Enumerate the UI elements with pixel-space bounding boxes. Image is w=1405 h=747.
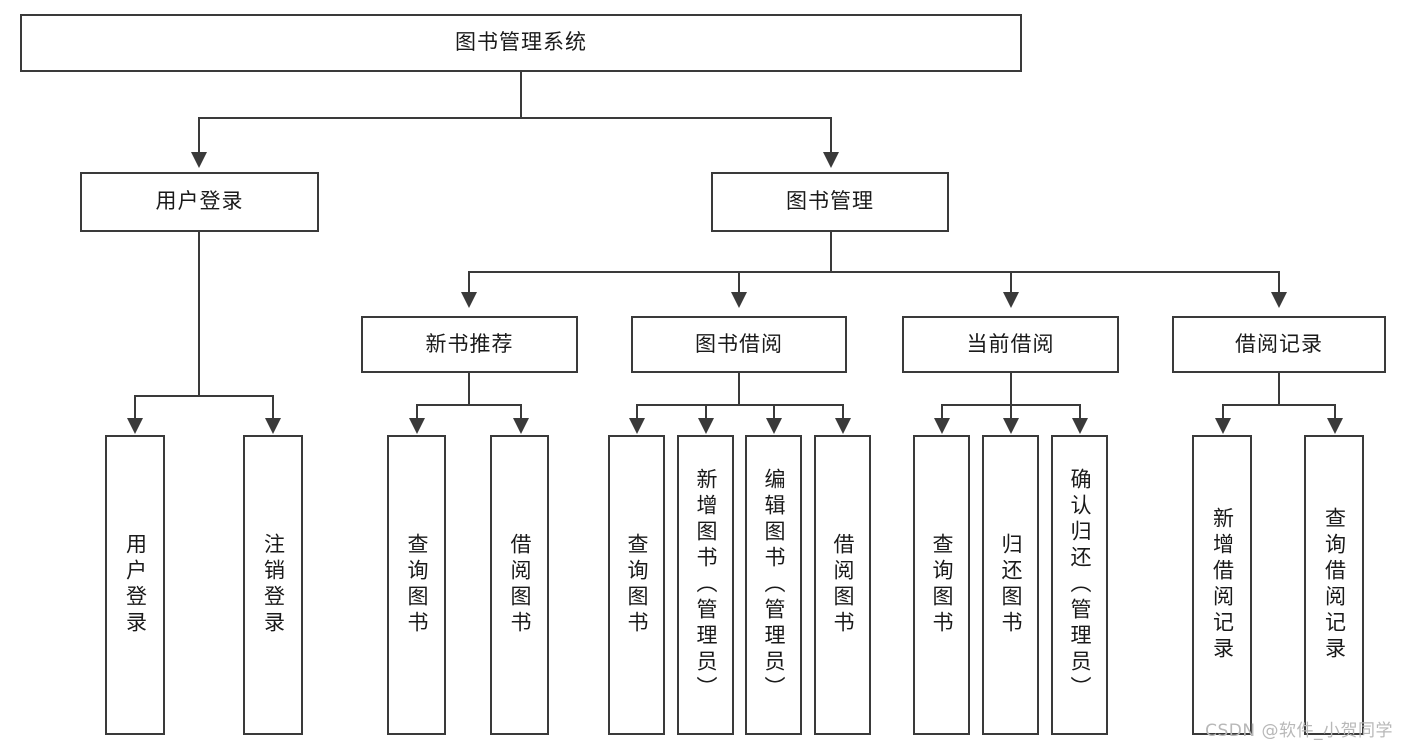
- edge-new-book-recommend-bus: [416, 404, 522, 406]
- edge-drop-bb-leaf-2: [705, 404, 707, 419]
- edge-drop-br-leaf-2: [1334, 404, 1336, 419]
- node-new-book-recommend[interactable]: 新书推荐: [361, 316, 578, 373]
- arrow-down-nbr-leaf-2: [513, 418, 529, 434]
- edge-drop-book-management: [830, 117, 832, 153]
- arrow-down-bb-leaf-4: [835, 418, 851, 434]
- arrow-down-br-leaf-1: [1215, 418, 1231, 434]
- arrow-down-bb-leaf-3: [766, 418, 782, 434]
- leaf-label: 新增图书（管理员）: [694, 468, 719, 702]
- arrow-down-user-login: [191, 152, 207, 168]
- edge-level3-bus: [468, 271, 1280, 273]
- leaf-borrow-book-bb[interactable]: 借阅图书: [814, 435, 871, 735]
- leaf-add-borrow-record[interactable]: 新增借阅记录: [1192, 435, 1252, 735]
- edge-level2-bus: [198, 117, 832, 119]
- leaf-label: 确认归还（管理员）: [1068, 468, 1093, 702]
- edge-borrow-record-stem: [1278, 373, 1280, 405]
- arrow-down-cb-leaf-2: [1003, 418, 1019, 434]
- edge-current-borrow-stem: [1010, 373, 1012, 405]
- leaf-query-book-cb[interactable]: 查询图书: [913, 435, 970, 735]
- edge-drop-leaf-logout: [272, 395, 274, 419]
- node-label: 借阅记录: [1235, 331, 1323, 356]
- edge-drop-bb-leaf-3: [773, 404, 775, 419]
- arrow-down-nbr-leaf-1: [409, 418, 425, 434]
- node-book-management[interactable]: 图书管理: [711, 172, 949, 232]
- leaf-label: 借阅图书: [508, 533, 533, 637]
- leaf-query-borrow-record[interactable]: 查询借阅记录: [1304, 435, 1364, 735]
- node-label: 图书借阅: [695, 331, 783, 356]
- node-root-book-management-system[interactable]: 图书管理系统: [20, 14, 1022, 72]
- leaf-label: 编辑图书（管理员）: [762, 468, 787, 702]
- node-label: 图书管理: [786, 189, 874, 214]
- edge-user-login-stem: [198, 232, 200, 396]
- edge-user-login-bus: [134, 395, 272, 397]
- edge-drop-leaf-user-login: [134, 395, 136, 419]
- node-current-borrow[interactable]: 当前借阅: [902, 316, 1119, 373]
- edge-book-borrow-stem: [738, 373, 740, 405]
- arrow-down-current-borrow: [1003, 292, 1019, 308]
- edge-drop-cb-leaf-1: [941, 404, 943, 419]
- edge-book-management-stem: [830, 232, 832, 272]
- node-label: 新书推荐: [425, 331, 514, 356]
- node-user-login[interactable]: 用户登录: [80, 172, 319, 232]
- edge-drop-nbr-leaf-2: [520, 404, 522, 419]
- leaf-label: 用户登录: [123, 533, 148, 637]
- edge-drop-bb-leaf-1: [636, 404, 638, 419]
- leaf-query-book-bb[interactable]: 查询图书: [608, 435, 665, 735]
- edge-drop-nbr-leaf-1: [416, 404, 418, 419]
- edge-drop-book-borrow: [738, 271, 740, 293]
- edge-drop-cb-leaf-3: [1079, 404, 1081, 419]
- edge-drop-cb-leaf-2: [1010, 404, 1012, 419]
- edge-borrow-record-bus: [1222, 404, 1336, 406]
- node-label: 图书管理系统: [455, 30, 587, 55]
- leaf-label: 查询图书: [405, 533, 430, 637]
- leaf-label: 新增借阅记录: [1210, 507, 1235, 663]
- arrow-down-bb-leaf-1: [629, 418, 645, 434]
- leaf-label: 查询借阅记录: [1322, 507, 1347, 663]
- edge-new-book-recommend-stem: [468, 373, 470, 405]
- leaf-logout-login[interactable]: 注销登录: [243, 435, 303, 735]
- arrow-down-cb-leaf-1: [934, 418, 950, 434]
- edge-drop-borrow-record: [1278, 271, 1280, 293]
- leaf-return-book[interactable]: 归还图书: [982, 435, 1039, 735]
- arrow-down-new-book-recommend: [461, 292, 477, 308]
- edge-drop-bb-leaf-4: [842, 404, 844, 419]
- arrow-down-leaf-logout: [265, 418, 281, 434]
- arrow-down-book-management: [823, 152, 839, 168]
- node-label: 用户登录: [155, 189, 244, 214]
- node-label: 当前借阅: [966, 331, 1055, 356]
- edge-book-borrow-bus: [636, 404, 844, 406]
- arrow-down-leaf-user-login: [127, 418, 143, 434]
- node-borrow-record[interactable]: 借阅记录: [1172, 316, 1386, 373]
- leaf-user-login[interactable]: 用户登录: [105, 435, 165, 735]
- arrow-down-borrow-record: [1271, 292, 1287, 308]
- leaf-label: 查询图书: [625, 533, 650, 637]
- edge-drop-new-book-recommend: [468, 271, 470, 293]
- edge-drop-current-borrow: [1010, 271, 1012, 293]
- arrow-down-book-borrow: [731, 292, 747, 308]
- edge-root-stem: [520, 72, 522, 118]
- leaf-label: 查询图书: [930, 533, 955, 637]
- edge-drop-br-leaf-1: [1222, 404, 1224, 419]
- leaf-query-book-nbr[interactable]: 查询图书: [387, 435, 446, 735]
- leaf-label: 注销登录: [261, 533, 286, 637]
- leaf-label: 归还图书: [999, 533, 1024, 637]
- arrow-down-cb-leaf-3: [1072, 418, 1088, 434]
- leaf-label: 借阅图书: [831, 533, 856, 637]
- edge-drop-user-login: [198, 117, 200, 153]
- leaf-borrow-book-nbr[interactable]: 借阅图书: [490, 435, 549, 735]
- arrow-down-br-leaf-2: [1327, 418, 1343, 434]
- leaf-confirm-return-admin[interactable]: 确认归还（管理员）: [1051, 435, 1108, 735]
- leaf-add-book-admin[interactable]: 新增图书（管理员）: [677, 435, 734, 735]
- node-book-borrow[interactable]: 图书借阅: [631, 316, 847, 373]
- leaf-edit-book-admin[interactable]: 编辑图书（管理员）: [745, 435, 802, 735]
- arrow-down-bb-leaf-2: [698, 418, 714, 434]
